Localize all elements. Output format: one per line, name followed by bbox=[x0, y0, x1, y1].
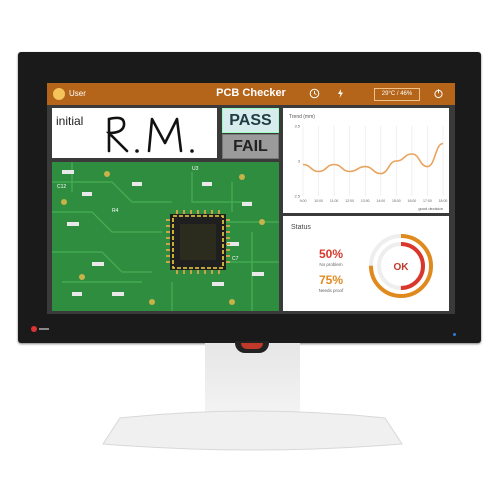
y-tick-label: 2.5 bbox=[294, 194, 300, 199]
stand-base bbox=[102, 410, 403, 451]
svg-text:U3: U3 bbox=[192, 166, 199, 172]
series-line bbox=[302, 142, 444, 175]
x-tick-label: 15:00 bbox=[392, 199, 401, 203]
initial-label: initial bbox=[56, 114, 84, 128]
brand-logo bbox=[31, 326, 49, 332]
x-tick-label: 10:00 bbox=[314, 199, 323, 203]
x-tick-label: 14:00 bbox=[376, 199, 385, 203]
chart-xlabel: good decision bbox=[418, 206, 443, 211]
flash-icon[interactable] bbox=[335, 88, 346, 99]
ring-inner bbox=[377, 242, 425, 290]
x-tick-label: 11:00 bbox=[330, 199, 339, 203]
user-label[interactable]: User bbox=[69, 89, 86, 98]
app-title: PCB Checker bbox=[216, 87, 286, 99]
y-tick-label: 3.5 bbox=[294, 124, 300, 129]
trend-chart-card: Trend (mm) 3.5 3 2.5 9:00 10:00 11:00 12:00 13… bbox=[283, 108, 449, 213]
y-tick-label: 3 bbox=[298, 159, 301, 164]
no-problem-label: No problem bbox=[319, 262, 343, 267]
power-led bbox=[453, 333, 456, 336]
gauge-center: OK bbox=[394, 262, 410, 273]
svg-text:C12: C12 bbox=[57, 184, 66, 190]
chart-title: Trend (mm) bbox=[289, 114, 315, 120]
pass-button[interactable]: PASS bbox=[222, 108, 279, 133]
temperature-readout: 29°C / 46% bbox=[374, 88, 420, 101]
x-tick-label: 17:00 bbox=[423, 199, 432, 203]
svg-text:R4: R4 bbox=[112, 208, 119, 214]
inspection-box bbox=[172, 215, 224, 269]
fail-button[interactable]: FAIL bbox=[222, 134, 279, 159]
svg-text:C7: C7 bbox=[232, 256, 239, 262]
status-card: Status 50% No problem 75% Needs proof OK bbox=[283, 216, 449, 311]
needs-proof-label: Needs proof bbox=[319, 288, 344, 293]
clock-icon[interactable] bbox=[309, 88, 320, 99]
x-tick-label: 9:00 bbox=[300, 199, 307, 203]
x-tick-label: 16:00 bbox=[408, 199, 417, 203]
signature bbox=[105, 116, 194, 153]
status-panel: Status 50% No problem 75% Needs proof OK bbox=[291, 224, 433, 298]
screen: User PCB Checker 29°C / 46% initial PASS… bbox=[47, 83, 455, 314]
no-problem-pct: 50% bbox=[319, 247, 343, 261]
needs-proof-pct: 75% bbox=[319, 273, 343, 287]
x-tick-label: 18:00 bbox=[439, 199, 448, 203]
trend-chart: Trend (mm) 3.5 3 2.5 9:00 10:00 11:00 12:00 13… bbox=[289, 114, 448, 211]
header-bar: User PCB Checker 29°C / 46% bbox=[47, 83, 455, 105]
initial-card[interactable]: initial bbox=[52, 108, 217, 158]
status-title: Status bbox=[291, 224, 311, 231]
stand-clip-accent bbox=[241, 343, 263, 349]
x-tick-label: 12:00 bbox=[345, 199, 354, 203]
stand-neck bbox=[205, 343, 300, 418]
ring-outer bbox=[369, 234, 433, 298]
x-tick-label: 13:00 bbox=[361, 199, 370, 203]
power-icon[interactable] bbox=[433, 88, 444, 99]
user-icon[interactable] bbox=[53, 88, 65, 100]
